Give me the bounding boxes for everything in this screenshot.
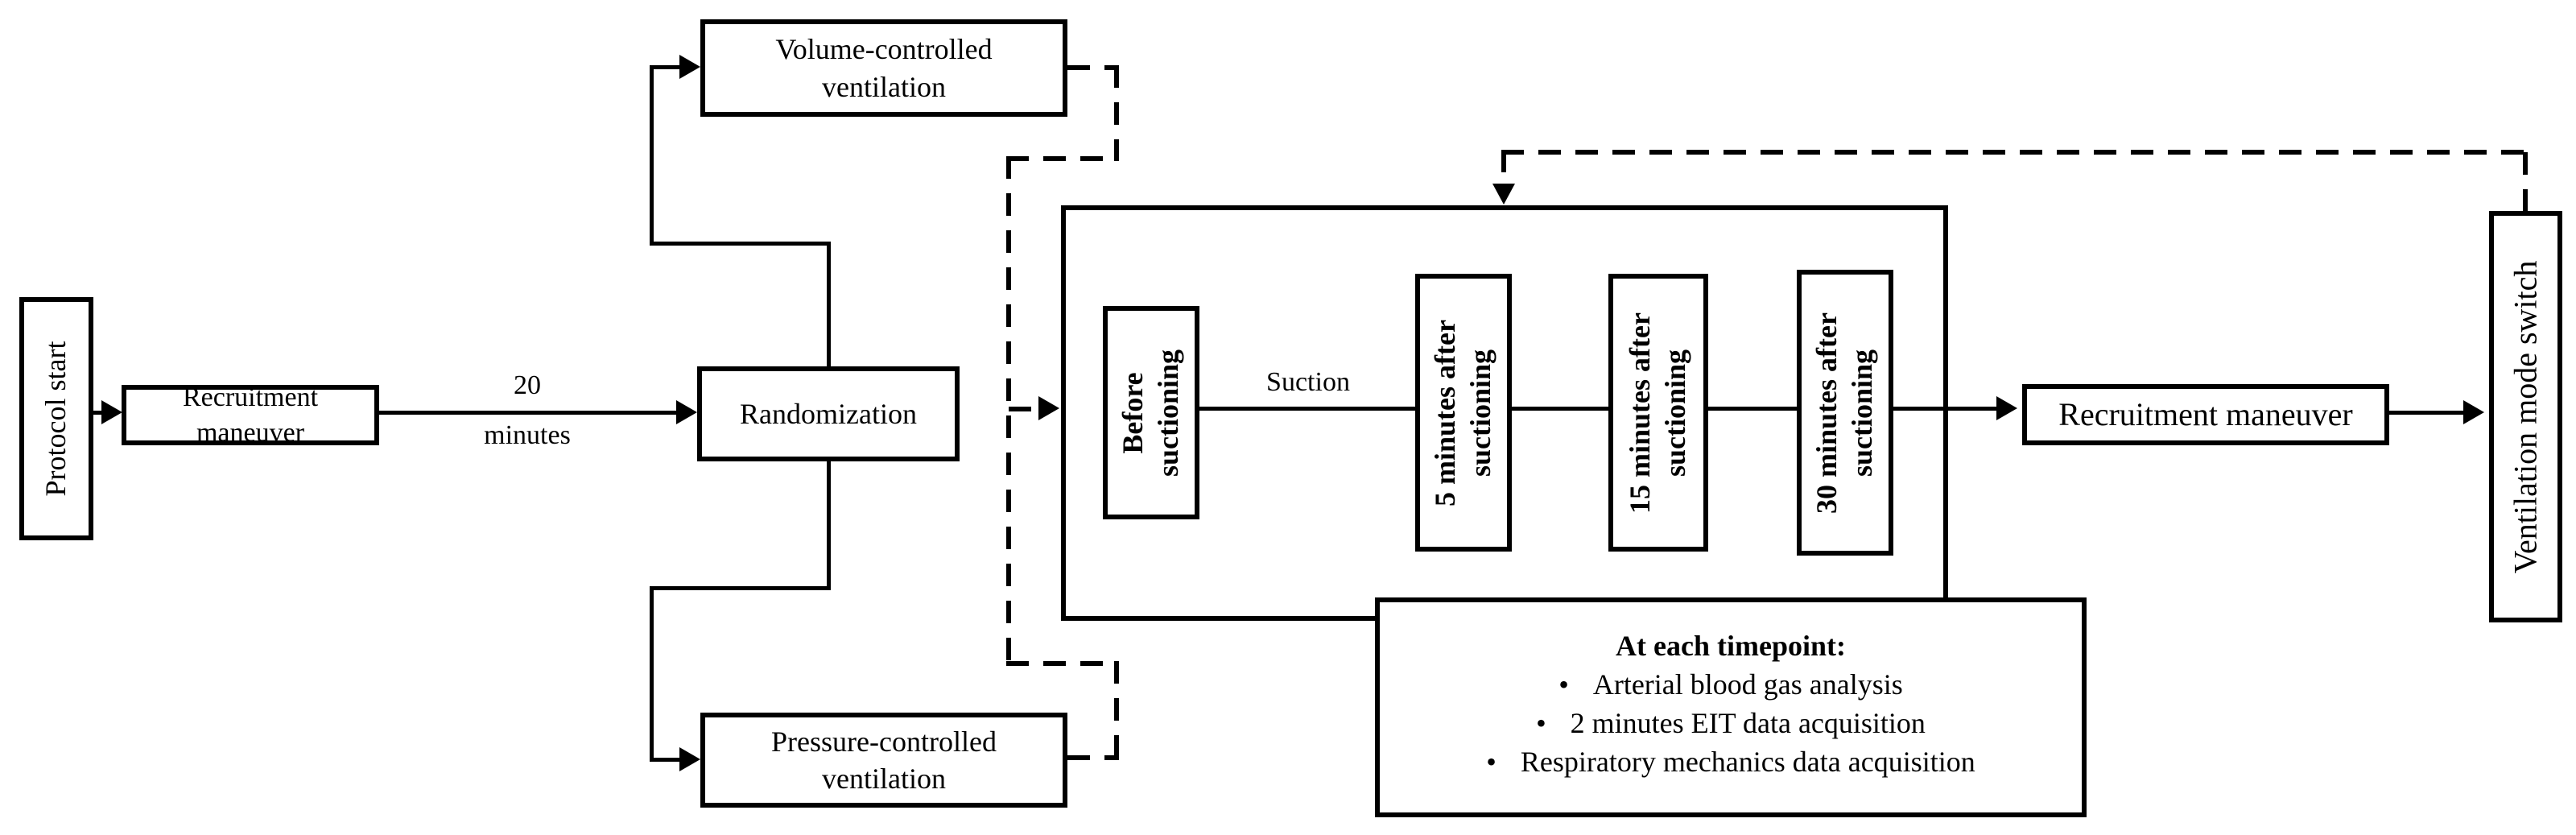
node-30-minutes-after-suctioning-label: 30 minutes after suctioning	[1810, 312, 1878, 514]
dashed-feedback-v-left	[1501, 150, 1506, 185]
edge-recruitment-ventswitch	[2389, 411, 2465, 415]
dashed-pressure-h2	[1067, 755, 1119, 760]
node-30-minutes-after-suctioning: 30 minutes after suctioning	[1797, 270, 1893, 556]
dashed-volume-h2	[1006, 156, 1119, 161]
node-protocol-start-label: Protocol start	[39, 341, 72, 497]
arrowhead-into-recruitment-left	[101, 400, 122, 424]
note-bullet-2: • 2 minutes EIT data acquisition	[1380, 704, 2082, 742]
note-at-each-timepoint: At each timepoint: • Arterial blood gas a…	[1375, 597, 2087, 817]
node-ventilation-mode-switch: Ventilation mode switch	[2489, 211, 2562, 622]
edge-random-pressure-h2	[650, 758, 681, 762]
dashed-pressure-v1	[1114, 661, 1119, 760]
node-pressure-controlled-ventilation: Pressure-controlled ventilation	[700, 713, 1067, 808]
arrowhead-into-randomization	[676, 400, 697, 424]
node-before-suctioning: Before suctioning	[1103, 306, 1199, 519]
node-recruitment-maneuver-right: Recruitment maneuver	[2022, 384, 2389, 445]
node-randomization-label: Randomization	[740, 397, 917, 430]
node-before-suctioning-label: Before suctioning	[1117, 349, 1184, 477]
edge-random-volume-h2	[650, 65, 681, 69]
arrowhead-into-volume	[679, 55, 700, 79]
note-bullet-1-text: Arterial blood gas analysis	[1592, 668, 1903, 701]
edge-random-volume-v2	[650, 65, 654, 246]
dashed-feedback-v-right	[2523, 152, 2528, 211]
dashed-volume-h1	[1067, 65, 1119, 70]
bullet-icon: •	[1558, 668, 1569, 701]
node-recruitment-maneuver-left: Recruitment maneuver	[122, 382, 379, 448]
arrowhead-dashed-into-bigbox	[1038, 396, 1059, 420]
node-15-minutes-after-suctioning-label: 15 minutes after suctioning	[1624, 312, 1691, 514]
node-protocol-start: Protocol start	[19, 297, 93, 540]
edge-label-20-minutes: 20 minutes	[484, 370, 571, 450]
node-randomization: Randomization	[697, 366, 960, 461]
node-15-minutes-after-suctioning: 15 minutes after suctioning	[1608, 274, 1708, 552]
note-bullet-3: • Respiratory mechanics data acquisition	[1380, 742, 2082, 781]
arrowhead-into-recruitment-right	[1996, 396, 2017, 420]
dashed-branch-into-bigbox	[1009, 407, 1036, 411]
node-volume-controlled-ventilation: Volume-controlled ventilation	[700, 19, 1067, 117]
node-volume-controlled-ventilation-label: Volume-controlled ventilation	[775, 33, 993, 103]
node-recruitment-maneuver-left-label: Recruitment maneuver	[182, 382, 319, 448]
node-5-minutes-after-suctioning: 5 minutes after suctioning	[1415, 274, 1512, 552]
note-bullet-1: • Arterial blood gas analysis	[1380, 665, 2082, 704]
dashed-feedback-h	[1501, 150, 2526, 155]
edge-random-pressure-h1	[650, 586, 831, 590]
edge-timepoint-spine	[1199, 407, 1998, 411]
dashed-pressure-h1	[1006, 661, 1119, 666]
note-title: At each timepoint:	[1616, 630, 1846, 662]
edge-recruitment-randomization	[379, 411, 678, 415]
bullet-icon: •	[1486, 746, 1496, 778]
bullet-icon: •	[1536, 707, 1546, 739]
node-recruitment-maneuver-right-label: Recruitment maneuver	[2058, 396, 2353, 433]
note-bullet-3-text: Respiratory mechanics data acquisition	[1520, 746, 1975, 778]
arrowhead-into-ventswitch	[2463, 400, 2484, 424]
node-ventilation-mode-switch-label: Ventilation mode switch	[2507, 260, 2544, 573]
node-pressure-controlled-ventilation-label: Pressure-controlled ventilation	[771, 725, 997, 795]
note-bullet-2-text: 2 minutes EIT data acquisition	[1570, 707, 1926, 739]
edge-random-volume-v1	[827, 242, 831, 369]
node-5-minutes-after-suctioning-label: 5 minutes after suctioning	[1429, 319, 1496, 506]
edge-label-suction: Suction	[1266, 367, 1350, 397]
edge-random-pressure-v2	[650, 586, 654, 762]
edge-protocol-recruitment	[93, 411, 105, 415]
arrowhead-feedback-into-bigbox	[1492, 184, 1515, 205]
dashed-volume-v1	[1114, 65, 1119, 161]
edge-random-volume-h1	[650, 242, 831, 246]
arrowhead-into-pressure	[679, 747, 700, 771]
edge-random-pressure-v1	[827, 461, 831, 590]
